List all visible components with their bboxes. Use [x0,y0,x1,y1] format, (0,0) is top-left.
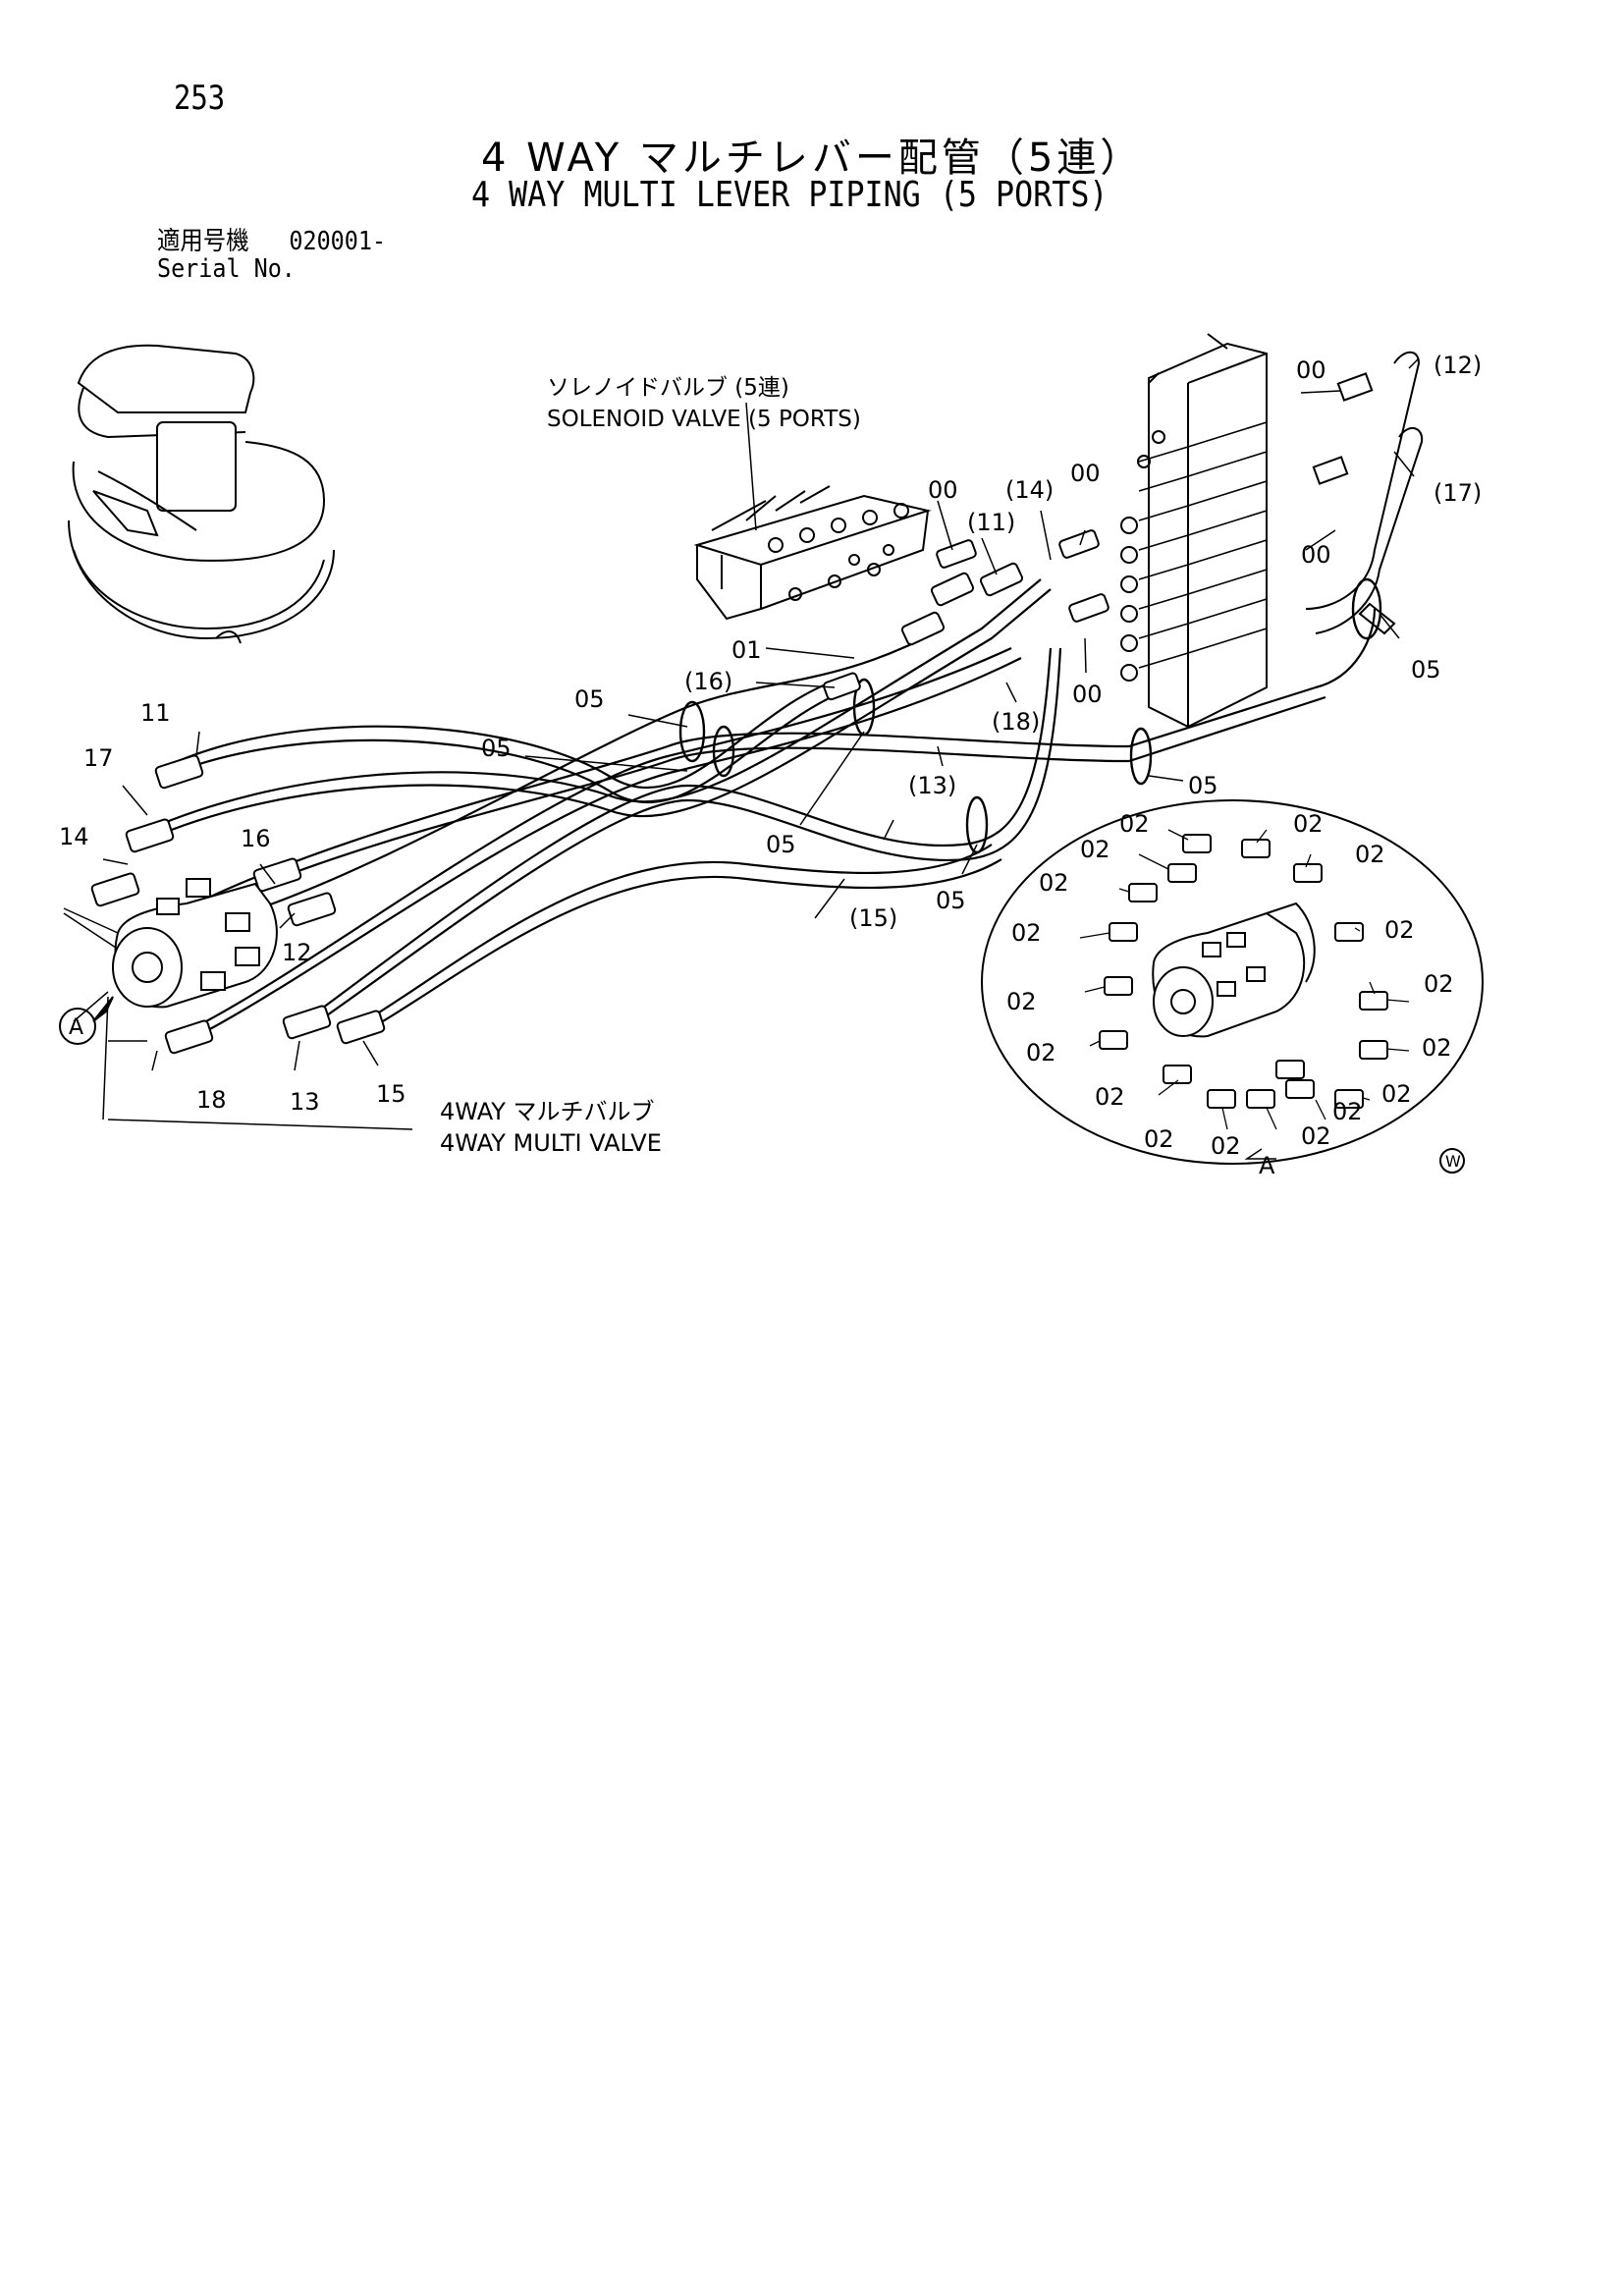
upper-fittings [1305,351,1424,635]
detail-label-02: 02 [1144,1125,1174,1153]
label-00-a: 00 [1296,356,1326,384]
label-14-paren: (14) [1005,476,1054,504]
hose-end-fittings [90,529,1109,1055]
w-mark-circle [1439,1148,1465,1174]
label-18-paren: (18) [992,708,1040,736]
serial-label-en: Serial No. [157,254,296,284]
view-a-letter: A [69,1015,83,1040]
label-15: 15 [376,1080,406,1108]
detail-label-02: 02 [1293,810,1324,838]
serial-value: 020001- [289,227,387,256]
detail-label-02: 02 [1384,916,1415,944]
detail-label-02: 02 [1095,1083,1125,1111]
page-title-japanese: 4 WAY マルチレバー配管（5連） [481,136,1144,181]
label-00-c: 00 [1070,460,1101,487]
label-16-paren: (16) [684,668,732,695]
detail-label-02: 02 [1006,988,1037,1015]
label-12-paren: (12) [1434,352,1482,379]
leader-lines [63,357,1420,1130]
label-18: 18 [196,1086,227,1114]
label-17: 17 [83,744,114,772]
label-00-b: 00 [928,476,958,504]
solenoid-label-jp: ソレノイドバルブ (5連) [547,375,789,401]
operator-seat-illustration [68,344,335,644]
detail-label-02: 02 [1026,1039,1056,1066]
label-00-d: 00 [1072,681,1103,708]
label-17-paren: (17) [1434,479,1482,507]
label-12: 12 [282,939,312,966]
label-14: 14 [59,823,89,850]
label-01: 01 [731,636,762,664]
w-mark: W [1445,1152,1461,1171]
control-valve-stack [1120,333,1268,729]
detail-label-02: 02 [1422,1034,1452,1062]
label-13: 13 [290,1088,320,1116]
diagram-labels: ソレノイドバルブ (5連) SOLENOID VALVE (5 PORTS) 4… [59,352,1482,1179]
solenoid-valve-block [693,485,932,621]
view-a-marker [59,1008,96,1045]
hose-clamps [678,577,1382,854]
serial-block: 適用号機 020001- Serial No. [157,228,386,283]
label-05-a: 05 [574,685,605,713]
page-number: 253 [174,79,226,118]
multi-valve-body [112,878,278,1009]
label-15-paren: (15) [849,904,897,932]
page-title-english: 4 WAY MULTI LEVER PIPING (5 PORTS) [471,175,1109,215]
label-05-e: 05 [1188,772,1218,799]
label-05-d: 05 [936,887,966,914]
detail-label-02: 02 [1119,810,1150,838]
label-11: 11 [140,699,171,727]
serial-label-jp: 適用号機 [157,227,249,256]
detail-label-02: 02 [1301,1122,1331,1150]
detail-label-02: 02 [1332,1098,1363,1125]
detail-view-a [981,799,1484,1165]
detail-label-02: 02 [1355,841,1385,868]
label-05-b: 05 [481,735,512,762]
label-05-f: 05 [1411,656,1441,683]
label-05-c: 05 [766,831,796,858]
detail-label-02: 02 [1039,869,1069,897]
detail-label-02: 02 [1011,919,1042,947]
label-16: 16 [241,825,271,852]
multivalve-label-en: 4WAY MULTI VALVE [440,1129,662,1157]
hose-bundle [146,578,1377,1042]
detail-label-02: 02 [1381,1080,1412,1108]
detail-label-02: 02 [1211,1132,1241,1160]
view-a-bottom-letter: A [1259,1152,1275,1179]
label-11-paren: (11) [967,509,1015,536]
solenoid-label-en: SOLENOID VALVE (5 PORTS) [547,407,861,432]
detail-label-02: 02 [1080,836,1110,863]
label-00-e: 00 [1301,541,1331,569]
multivalve-label-jp: 4WAY マルチバルブ [440,1098,655,1125]
detail-label-02: 02 [1424,970,1454,998]
label-13-paren: (13) [908,772,956,799]
